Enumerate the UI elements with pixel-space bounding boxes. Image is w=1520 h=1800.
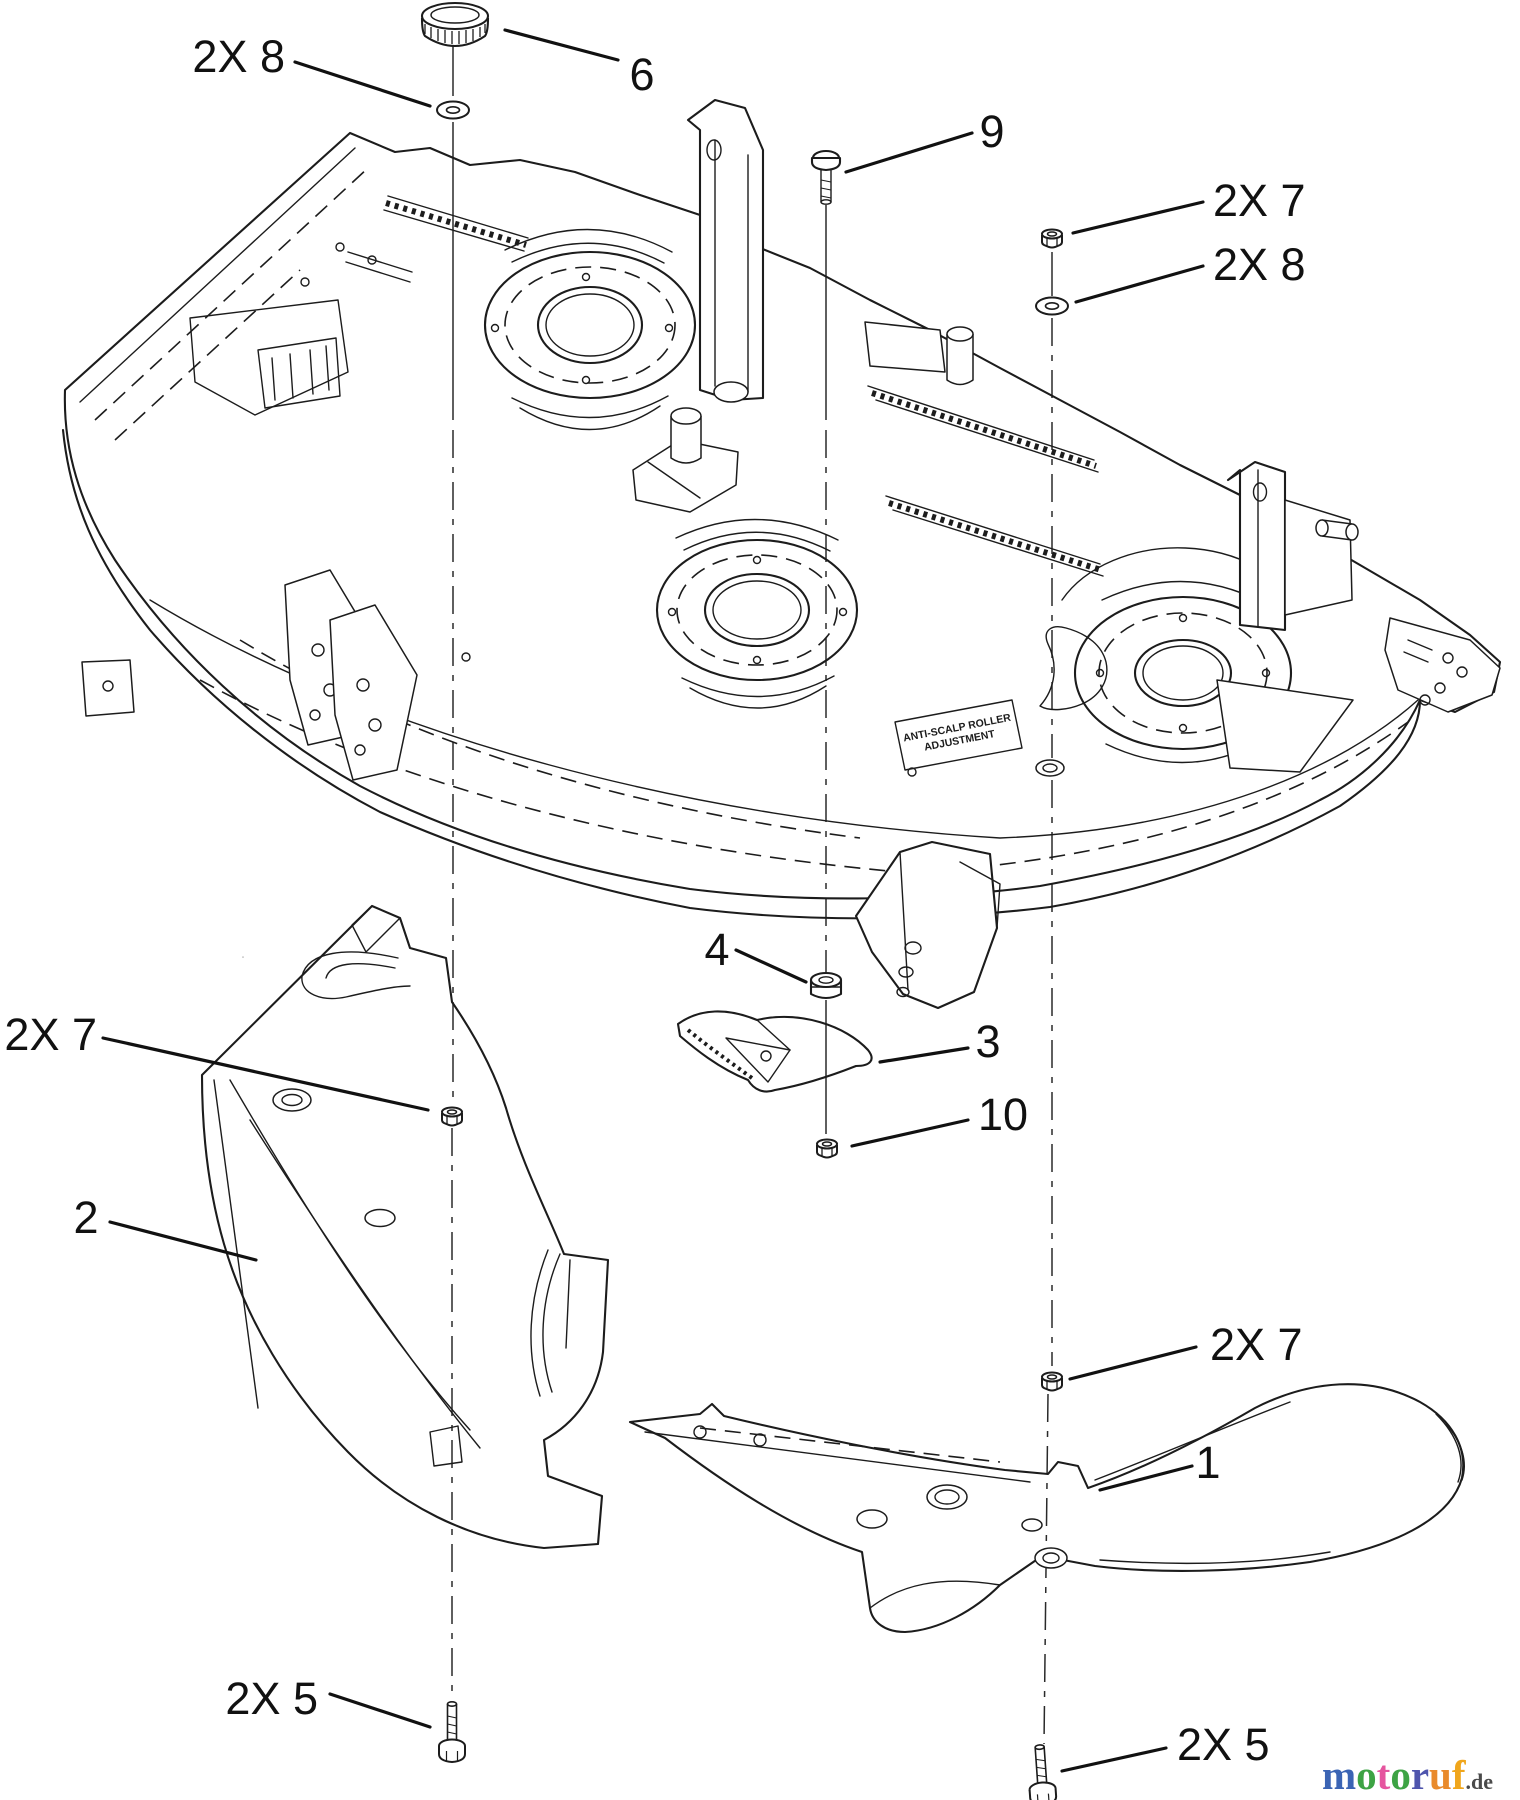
washer-item8-right [1035,296,1069,316]
callout-knob: 6 [503,28,655,100]
deck-bracket-channel [632,407,739,513]
part2-outline [200,904,610,1550]
watermark-letter: f [1451,1752,1466,1798]
watermark-letter: r [1410,1752,1430,1798]
watermark-letter: o [1390,1752,1411,1798]
deck-right-end [1384,617,1501,713]
watermark-letter: t [1376,1752,1391,1798]
callout-label: 6 [629,49,654,100]
part1-flanged-hole [1034,1547,1068,1569]
motoruf-watermark-word: motoruf [1322,1752,1465,1798]
part1-oval-hole-left [856,1509,888,1529]
callout-label: 2X 8 [1213,239,1306,290]
callout-washer-upper-left: 2X 8 [192,31,432,108]
callout-bolt-lower-left: 2X 5 [225,1673,432,1729]
watermark-letter: u [1429,1752,1452,1798]
part1-outline [628,1383,1465,1634]
motoruf-watermark-suffix: .de [1465,1769,1493,1794]
callout-label: 1 [1195,1437,1220,1488]
part1-oval-hole-small [1021,1518,1043,1532]
callout-label: 2X 7 [1213,175,1306,226]
pulley-guard-plate [1216,679,1354,773]
deck-left-hangers [81,569,418,781]
deck-bracket-tall [686,98,765,403]
callout-washer-upper-right: 2X 8 [1074,239,1306,304]
belt-slot [1039,626,1108,711]
callout-label: 4 [704,924,729,975]
shell-right-part1 [628,1383,1465,1634]
part2-oval-hole [364,1208,396,1228]
callout-deflector: 3 [878,1016,1001,1067]
watermark-letter: m [1322,1752,1357,1798]
anti-scalp-decal: ANTI-SCALP ROLLER ADJUSTMENT [894,699,1023,771]
nut-item7-left [441,1106,463,1127]
centerline-left [451,40,454,1696]
callout-label: 2 [73,1192,98,1243]
callout-label: 9 [979,106,1004,157]
nut-item10 [816,1138,838,1159]
callout-nut-lower-right: 2X 7 [1068,1319,1303,1381]
washer-item8-left [436,100,470,120]
callout-bolt-lower-right: 2X 5 [1060,1719,1270,1773]
deck-rails [345,195,1104,577]
bolt-item9 [810,149,842,205]
knob-item6 [420,1,490,48]
callout-nut-left: 2X 7 [4,1009,430,1112]
deck-flanged-hole [1035,759,1065,777]
centerline-right [1043,252,1053,1745]
callout-label: 2X 8 [192,31,285,82]
mower-deck: ANTI-SCALP ROLLER ADJUSTMENT [61,98,1502,1010]
motoruf-watermark: motoruf.de [1322,1752,1518,1798]
callout-label: 2X 7 [1210,1319,1303,1370]
callout-label: 2X 5 [225,1673,318,1724]
callout-label: 3 [975,1016,1000,1067]
callouts: 2X 8 6 9 2X 7 2X 8 4 3 10 [4,28,1306,1773]
callout-label: 2X 5 [1177,1719,1270,1770]
construction-lines [451,40,1053,1745]
callout-bolt-center: 9 [844,106,1005,174]
callout-shell-right: 1 [1098,1437,1221,1492]
deflector-wing-part3 [676,1010,873,1093]
callout-label: 2X 7 [4,1009,97,1060]
callout-shell-left: 2 [73,1192,258,1262]
deck-shield-bracket [854,840,1001,1010]
callout-nut-center: 10 [850,1089,1028,1148]
deck-bracket-right [1226,460,1359,632]
shell-left-part2 [200,904,610,1550]
deck-decal-plate [189,299,349,416]
bolt-item5-left [438,1700,466,1763]
part2-flanged-hole [272,1088,312,1112]
spacer-item4 [809,971,843,1000]
deck-skirt [61,428,1422,920]
nut-item7-lower-right [1041,1371,1063,1392]
spindle-left [483,228,697,431]
fasteners [420,1,1069,1800]
spindle-right [1061,547,1354,773]
callout-label: 10 [978,1089,1028,1140]
watermark-letter: o [1356,1752,1377,1798]
bolt-item5-right [1025,1743,1058,1800]
part1-double-ring-hole [926,1484,968,1510]
callout-nut-upper-right: 2X 7 [1071,175,1306,235]
callout-spacer: 4 [704,924,808,984]
spindle-middle [655,518,859,709]
deck-stud-plate [864,321,974,386]
nut-item7-upper-right [1041,228,1063,249]
